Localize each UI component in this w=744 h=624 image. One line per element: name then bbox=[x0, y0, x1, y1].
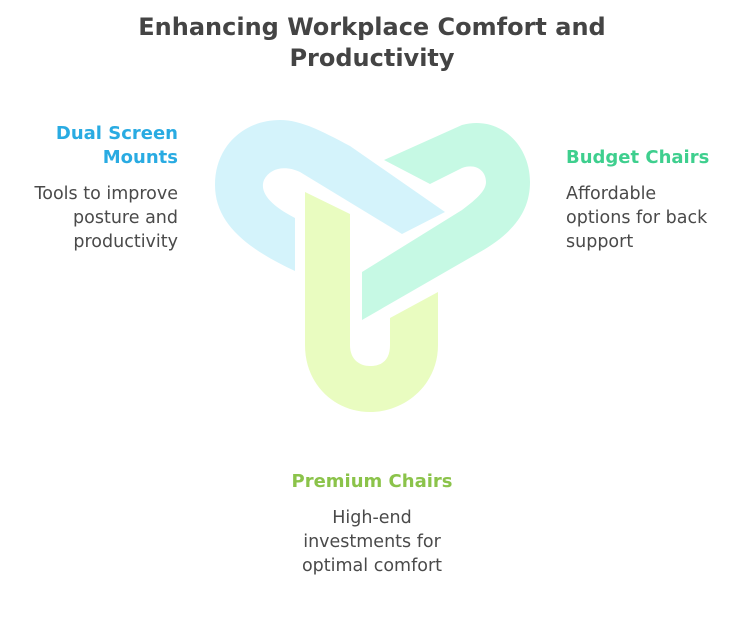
label-line: Dual Screen bbox=[55, 123, 178, 144]
budget-chairs-label: Budget Chairs bbox=[566, 146, 736, 170]
page-title: Enhancing Workplace Comfort and Producti… bbox=[0, 12, 744, 74]
budget-chairs-loop-body bbox=[362, 123, 530, 320]
label-line: Budget Chairs bbox=[566, 147, 710, 168]
desc-line: investments for bbox=[303, 532, 441, 552]
dual-screen-mounts-loop-body bbox=[215, 120, 445, 271]
desc-line: Affordable bbox=[566, 184, 657, 204]
title-line-1: Enhancing Workplace Comfort and bbox=[138, 13, 606, 41]
premium-chairs-label: Premium Chairs bbox=[272, 470, 472, 494]
label-line: Mounts bbox=[102, 147, 178, 168]
desc-line: support bbox=[566, 232, 634, 252]
label-line: Premium Chairs bbox=[291, 471, 453, 492]
dual-screen-mounts-description: Tools to improve posture and productivit… bbox=[10, 182, 178, 254]
dual-screen-mounts-label: Dual Screen Mounts bbox=[18, 122, 178, 170]
desc-line: options for back bbox=[566, 208, 708, 228]
desc-line: posture and bbox=[73, 208, 178, 228]
desc-line: productivity bbox=[73, 232, 178, 252]
title-line-2: Productivity bbox=[289, 44, 455, 72]
desc-line: Tools to improve bbox=[34, 184, 178, 204]
premium-chairs-loop-body bbox=[305, 192, 438, 412]
premium-chairs-description: High-end investments for optimal comfort bbox=[272, 506, 472, 578]
interlocking-loops-diagram bbox=[215, 120, 530, 412]
desc-line: High-end bbox=[332, 508, 412, 528]
desc-line: optimal comfort bbox=[301, 556, 443, 576]
budget-chairs-description: Affordable options for back support bbox=[566, 182, 736, 254]
